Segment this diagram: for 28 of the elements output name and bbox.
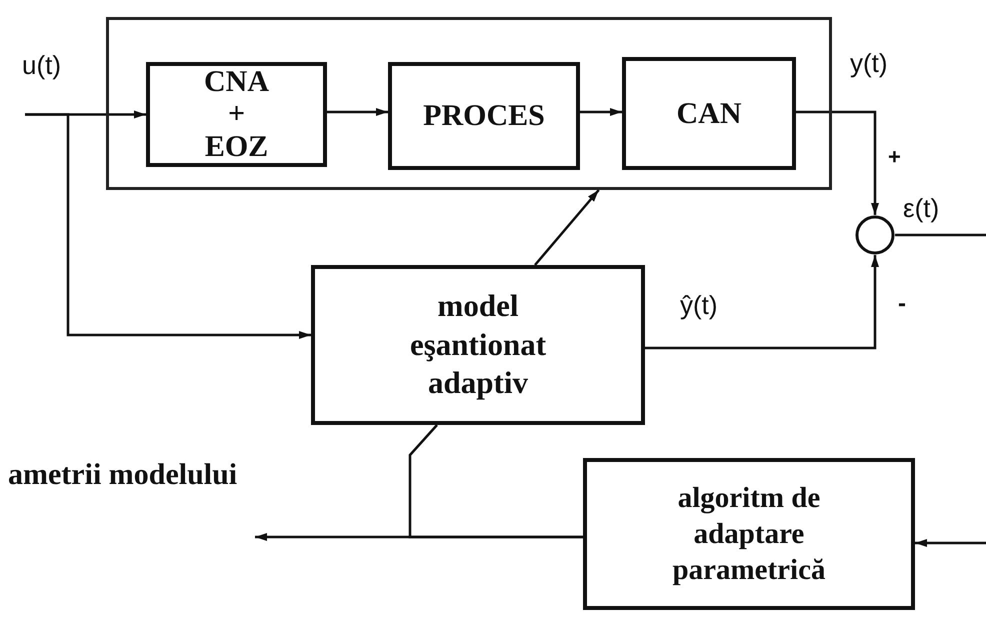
process-box [146, 62, 327, 167]
summing-junction-circle [855, 215, 895, 255]
process-box [311, 265, 645, 425]
process-box [622, 57, 796, 170]
connector-line [408, 424, 583, 538]
arrow [25, 113, 311, 339]
connector-line [895, 234, 986, 236]
block-label: PROCES [422, 98, 546, 134]
arrow [580, 108, 622, 116]
system-boundary-box [106, 17, 832, 190]
signal-label: y(t) [850, 48, 888, 79]
block-label: model eşantionat adaptiv [408, 286, 548, 402]
sign-label: - [898, 290, 906, 318]
caption-text: ametrii modelului [8, 458, 238, 492]
arrow [645, 255, 879, 350]
block-label: algoritm de adaptare parametrică [672, 480, 826, 588]
sign-label: + [888, 144, 901, 170]
signal-label: u(t) [22, 50, 61, 81]
arrow [327, 108, 388, 116]
arrow [915, 539, 986, 547]
arrow [796, 110, 879, 215]
signal-label: ŷ(t) [680, 290, 718, 321]
block-label: CNA + EOZ [203, 66, 270, 164]
block-label: CAN [676, 96, 742, 132]
signal-label: ε(t) [903, 193, 940, 224]
process-box [388, 62, 580, 170]
process-box [583, 458, 915, 610]
arrow [534, 189, 600, 266]
